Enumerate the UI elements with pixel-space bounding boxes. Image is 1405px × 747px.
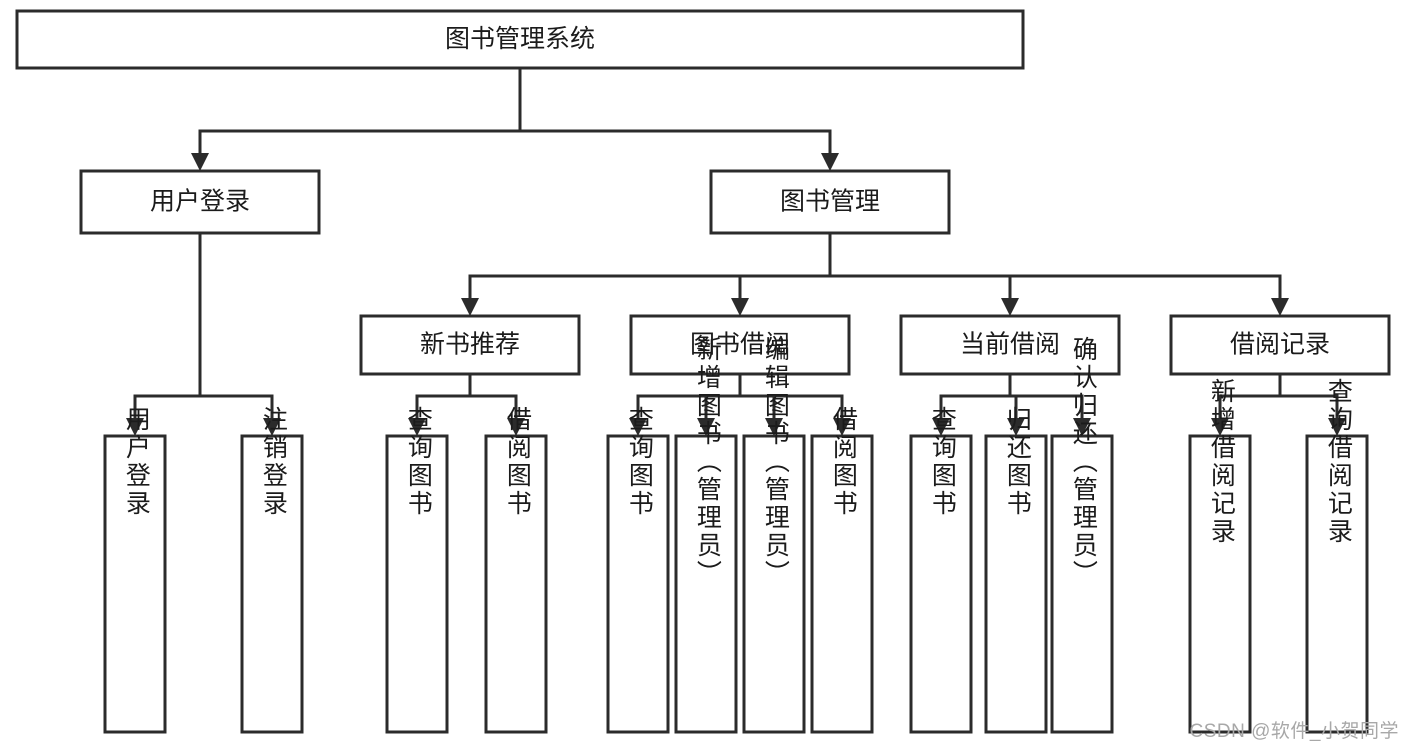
arrow-head-leaf-query-book-3 (932, 418, 950, 436)
edge-edge-borrowrecord-to-leaves (1218, 372, 1339, 420)
node-box-borrow-record (1169, 314, 1391, 376)
node-box-leaf-return-book (984, 434, 1048, 734)
node-label-leaf-add-record: 新增借阅记录 (1207, 378, 1236, 546)
node-root[interactable]: 图书管理系统 (15, 9, 1025, 70)
node-leaf-query-record[interactable]: 查询借阅记录 (1305, 378, 1369, 734)
node-box-leaf-query-book-3 (909, 434, 973, 734)
node-label-leaf-borrow-book-2: 借阅图书 (829, 406, 858, 518)
node-leaf-query-book-1[interactable]: 查询图书 (385, 406, 449, 734)
edges-layer (126, 66, 1346, 436)
node-leaf-query-book-3[interactable]: 查询图书 (909, 406, 973, 734)
node-label-leaf-query-book-2: 查询图书 (625, 406, 654, 518)
arrow-head-leaf-edit-book (765, 418, 783, 436)
node-leaf-return-book[interactable]: 归还图书 (984, 406, 1048, 734)
node-box-leaf-logout (240, 434, 304, 734)
node-leaf-edit-book[interactable]: 编辑图书（管理员） (742, 336, 806, 734)
node-box-user-login (79, 169, 321, 235)
node-box-leaf-user-login (103, 434, 167, 734)
edge-edge-userlogin-to-leaves (133, 231, 274, 420)
node-leaf-logout[interactable]: 注销登录 (240, 406, 304, 734)
node-box-leaf-edit-book (742, 434, 806, 734)
arrow-head-leaf-add-book (697, 418, 715, 436)
node-book-borrow[interactable]: 图书借阅 (629, 314, 851, 376)
node-label-book-manage: 图书管理 (780, 188, 880, 216)
arrow-head-leaf-user-login (126, 418, 144, 436)
node-leaf-add-record[interactable]: 新增借阅记录 (1188, 378, 1252, 734)
node-label-leaf-logout: 注销登录 (259, 406, 288, 518)
edge-edge-root-to-level2 (198, 66, 832, 155)
node-label-borrow-record: 借阅记录 (1230, 331, 1330, 359)
node-leaf-user-login[interactable]: 用户登录 (103, 406, 167, 734)
arrow-head-leaf-add-record (1211, 418, 1229, 436)
node-label-leaf-user-login: 用户登录 (122, 406, 151, 518)
node-label-leaf-borrow-book-1: 借阅图书 (503, 406, 532, 518)
node-label-current-borrow: 当前借阅 (960, 331, 1060, 359)
nodes-layer: 图书管理系统用户登录图书管理新书推荐图书借阅当前借阅借阅记录用户登录注销登录查询… (15, 9, 1391, 734)
arrow-head-leaf-borrow-book-2 (833, 418, 851, 436)
node-box-new-book-recommend (359, 314, 581, 376)
arrow-head-leaf-query-book-2 (629, 418, 647, 436)
node-box-leaf-borrow-book-1 (484, 434, 548, 734)
node-user-login[interactable]: 用户登录 (79, 169, 321, 235)
arrow-head-new-book-recommend (461, 298, 479, 316)
edge-edge-newbook-to-leaves (415, 372, 518, 420)
node-box-leaf-borrow-book-2 (810, 434, 874, 734)
edge-edge-currentborrow-to-leaves (939, 372, 1084, 420)
node-label-user-login: 用户登录 (150, 188, 250, 216)
node-leaf-query-book-2[interactable]: 查询图书 (606, 406, 670, 734)
node-label-leaf-confirm-return: 确认归还（管理员） (1069, 336, 1098, 588)
node-box-book-manage (709, 169, 951, 235)
arrow-head-leaf-query-book-1 (408, 418, 426, 436)
arrow-head-leaf-return-book (1007, 418, 1025, 436)
edge-edge-bookmanage-to-level3 (468, 231, 1282, 300)
node-box-leaf-confirm-return (1050, 434, 1114, 734)
arrow-head-borrow-record (1271, 298, 1289, 316)
node-box-leaf-add-record (1188, 434, 1252, 734)
node-leaf-confirm-return[interactable]: 确认归还（管理员） (1050, 336, 1114, 734)
node-book-manage[interactable]: 图书管理 (709, 169, 951, 235)
node-label-root: 图书管理系统 (445, 25, 595, 53)
arrow-head-leaf-borrow-book-1 (507, 418, 525, 436)
node-box-leaf-query-record (1305, 434, 1369, 734)
node-label-leaf-edit-book: 编辑图书（管理员） (761, 336, 790, 588)
edge-edge-bookborrow-to-leaves (636, 372, 844, 420)
node-box-leaf-query-book-2 (606, 434, 670, 734)
arrow-head-current-borrow (1001, 298, 1019, 316)
arrow-head-book-borrow (731, 298, 749, 316)
node-label-book-borrow: 图书借阅 (690, 331, 790, 359)
node-label-leaf-query-book-3: 查询图书 (928, 406, 957, 518)
node-label-leaf-add-book: 新增图书（管理员） (693, 336, 722, 588)
node-label-leaf-query-book-1: 查询图书 (404, 406, 433, 518)
arrow-head-user-login (191, 153, 209, 171)
node-new-book-recommend[interactable]: 新书推荐 (359, 314, 581, 376)
node-box-current-borrow (899, 314, 1121, 376)
node-label-new-book-recommend: 新书推荐 (420, 331, 520, 359)
arrow-head-book-manage (821, 153, 839, 171)
node-leaf-add-book[interactable]: 新增图书（管理员） (674, 336, 738, 734)
node-box-leaf-query-book-1 (385, 434, 449, 734)
node-box-leaf-add-book (674, 434, 738, 734)
arrow-head-leaf-logout (263, 418, 281, 436)
node-box-book-borrow (629, 314, 851, 376)
node-current-borrow[interactable]: 当前借阅 (899, 314, 1121, 376)
arrow-head-leaf-query-record (1328, 418, 1346, 436)
node-label-leaf-query-record: 查询借阅记录 (1324, 378, 1353, 546)
arrow-head-leaf-confirm-return (1073, 418, 1091, 436)
node-leaf-borrow-book-1[interactable]: 借阅图书 (484, 406, 548, 734)
node-borrow-record[interactable]: 借阅记录 (1169, 314, 1391, 376)
node-label-leaf-return-book: 归还图书 (1003, 406, 1032, 518)
node-leaf-borrow-book-2[interactable]: 借阅图书 (810, 406, 874, 734)
node-box-root (15, 9, 1025, 70)
